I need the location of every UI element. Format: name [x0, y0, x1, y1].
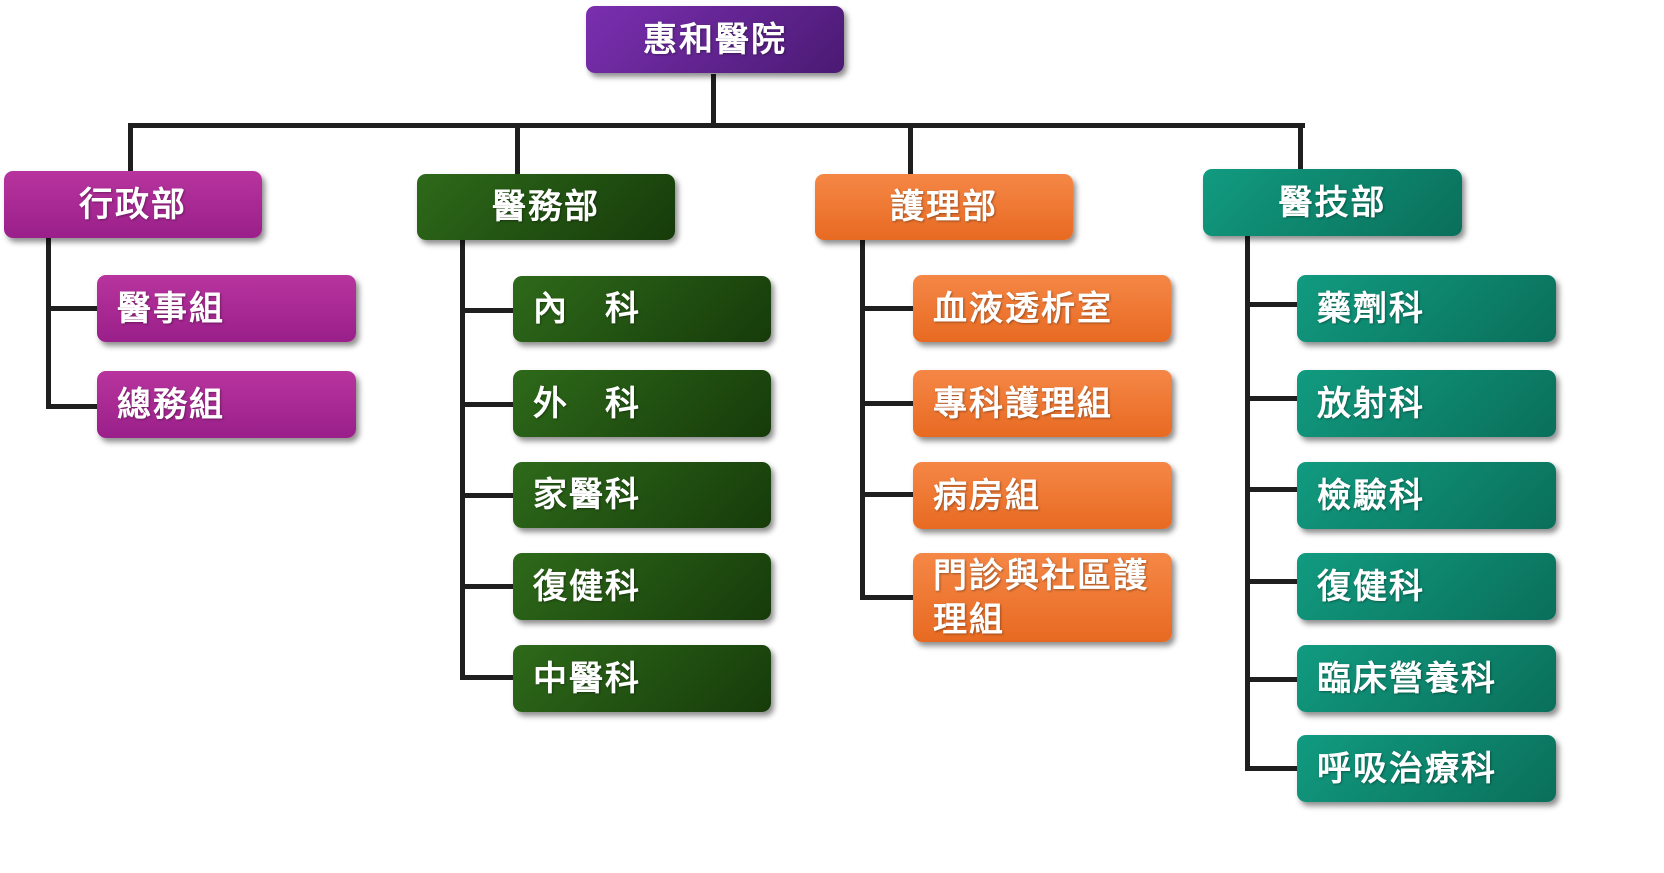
medical-branch: [460, 308, 514, 313]
nursing-branch: [860, 401, 915, 406]
nursing-branch: [860, 492, 915, 497]
root-node: 惠和醫院: [586, 6, 844, 73]
unit-label: 醫事組: [117, 288, 225, 329]
dept-medical-label: 醫務部: [492, 187, 600, 227]
unit-medtech-4: 復健科: [1297, 553, 1556, 620]
unit-label: 檢驗科: [1317, 475, 1425, 516]
dept-nursing: 護理部: [815, 174, 1073, 240]
unit-medtech-6: 呼吸治療科: [1297, 735, 1556, 802]
unit-label: 門診與社區護理組: [933, 555, 1149, 640]
unit-label: 外 科: [533, 383, 641, 424]
unit-medtech-5: 臨床營養科: [1297, 645, 1556, 712]
nursing-branch: [860, 595, 915, 600]
unit-label: 復健科: [1317, 566, 1425, 607]
unit-nursing-1: 血液透析室: [913, 275, 1171, 342]
dept-medtech-label: 醫技部: [1278, 182, 1387, 223]
medtech-branch: [1245, 396, 1298, 401]
medical-spine: [460, 240, 465, 680]
unit-nursing-3: 病房組: [913, 462, 1172, 529]
top-bus: [128, 123, 1305, 128]
medtech-branch: [1245, 302, 1298, 307]
unit-label: 藥劑科: [1317, 288, 1425, 329]
unit-label: 總務組: [117, 384, 225, 425]
unit-label: 病房組: [933, 475, 1041, 516]
admin-spine: [46, 238, 51, 408]
unit-label: 專科護理組: [933, 383, 1113, 424]
medical-branch: [460, 584, 514, 589]
unit-label: 中醫科: [533, 658, 641, 699]
medtech-branch: [1245, 487, 1298, 492]
nursing-spine: [860, 240, 865, 600]
medtech-branch: [1245, 677, 1298, 682]
admin-branch: [46, 306, 98, 311]
nursing-branch: [860, 306, 915, 311]
admin-branch: [46, 404, 98, 409]
medical-drop: [515, 123, 520, 175]
admin-drop: [128, 123, 133, 173]
medtech-spine: [1245, 236, 1250, 771]
medtech-branch: [1245, 766, 1298, 771]
dept-medical: 醫務部: [417, 174, 675, 240]
unit-label: 內 科: [533, 289, 641, 329]
unit-label: 復健科: [533, 566, 641, 607]
unit-medical-1: 內 科: [513, 276, 771, 342]
unit-admin-1: 醫事組: [97, 275, 356, 342]
medtech-drop: [1298, 123, 1303, 170]
dept-nursing-label: 護理部: [890, 187, 998, 227]
dept-medtech: 醫技部: [1203, 169, 1462, 236]
medical-branch: [460, 675, 514, 680]
dept-admin-label: 行政部: [79, 184, 187, 225]
unit-label: 呼吸治療科: [1317, 748, 1497, 789]
unit-label: 家醫科: [533, 475, 641, 515]
medtech-branch: [1245, 579, 1298, 584]
medical-branch: [460, 402, 514, 407]
unit-admin-2: 總務組: [97, 371, 356, 438]
unit-medical-4: 復健科: [513, 553, 771, 620]
dept-admin: 行政部: [4, 171, 262, 238]
nursing-drop: [908, 123, 913, 175]
medical-branch: [460, 493, 514, 498]
unit-medical-3: 家醫科: [513, 462, 771, 528]
unit-label: 血液透析室: [933, 288, 1113, 329]
root-stem: [711, 74, 716, 128]
unit-nursing-2: 專科護理組: [913, 370, 1172, 437]
unit-nursing-4: 門診與社區護理組: [913, 553, 1172, 642]
unit-medical-2: 外 科: [513, 370, 771, 437]
unit-label: 放射科: [1317, 383, 1425, 424]
root-label: 惠和醫院: [643, 19, 787, 60]
unit-label: 臨床營養科: [1317, 658, 1497, 699]
unit-medical-5: 中醫科: [513, 645, 771, 712]
unit-medtech-1: 藥劑科: [1297, 275, 1556, 342]
unit-medtech-3: 檢驗科: [1297, 462, 1556, 529]
unit-medtech-2: 放射科: [1297, 370, 1556, 437]
